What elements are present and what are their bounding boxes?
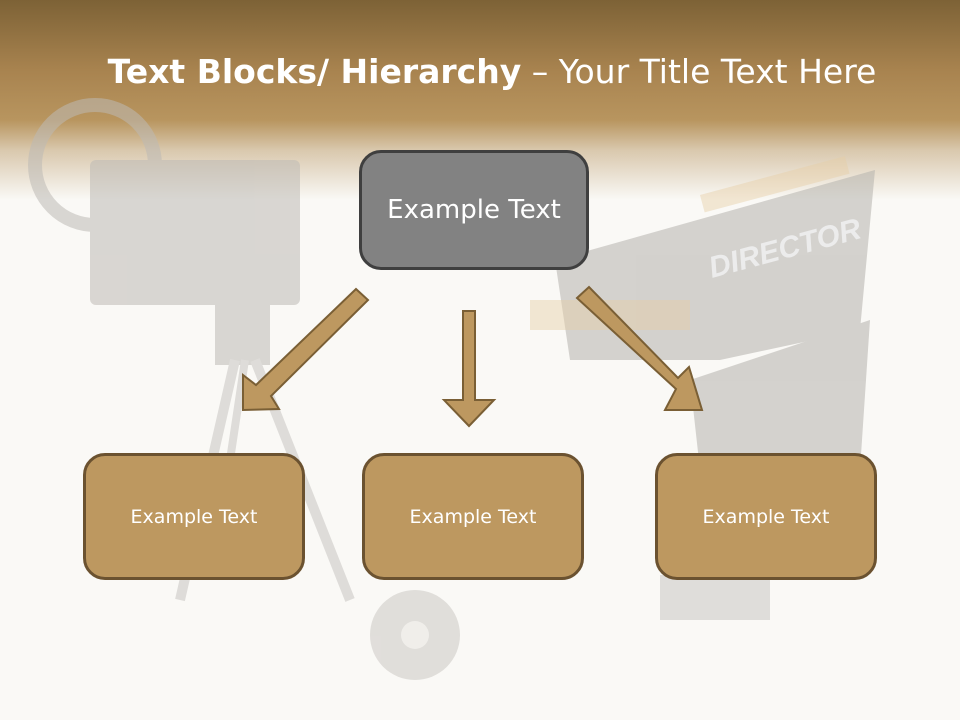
title-bold: Text Blocks/ Hierarchy	[107, 52, 522, 91]
arrow-down-icon	[441, 310, 497, 428]
top-box-text: Example Text	[387, 195, 561, 225]
arrow-left-icon	[242, 287, 370, 412]
top-level-box[interactable]: Example Text	[359, 150, 589, 270]
child-box-text: Example Text	[130, 505, 258, 528]
arrow-right-icon	[575, 285, 704, 411]
child-box-text: Example Text	[409, 505, 537, 528]
slide-title: Text Blocks/ Hierarchy – Your Title Text…	[0, 52, 960, 91]
child-box-text: Example Text	[702, 505, 830, 528]
child-box-2[interactable]: Example Text	[362, 453, 584, 580]
child-box-1[interactable]: Example Text	[83, 453, 305, 580]
child-box-3[interactable]: Example Text	[655, 453, 877, 580]
title-rest: – Your Title Text Here	[521, 52, 877, 91]
